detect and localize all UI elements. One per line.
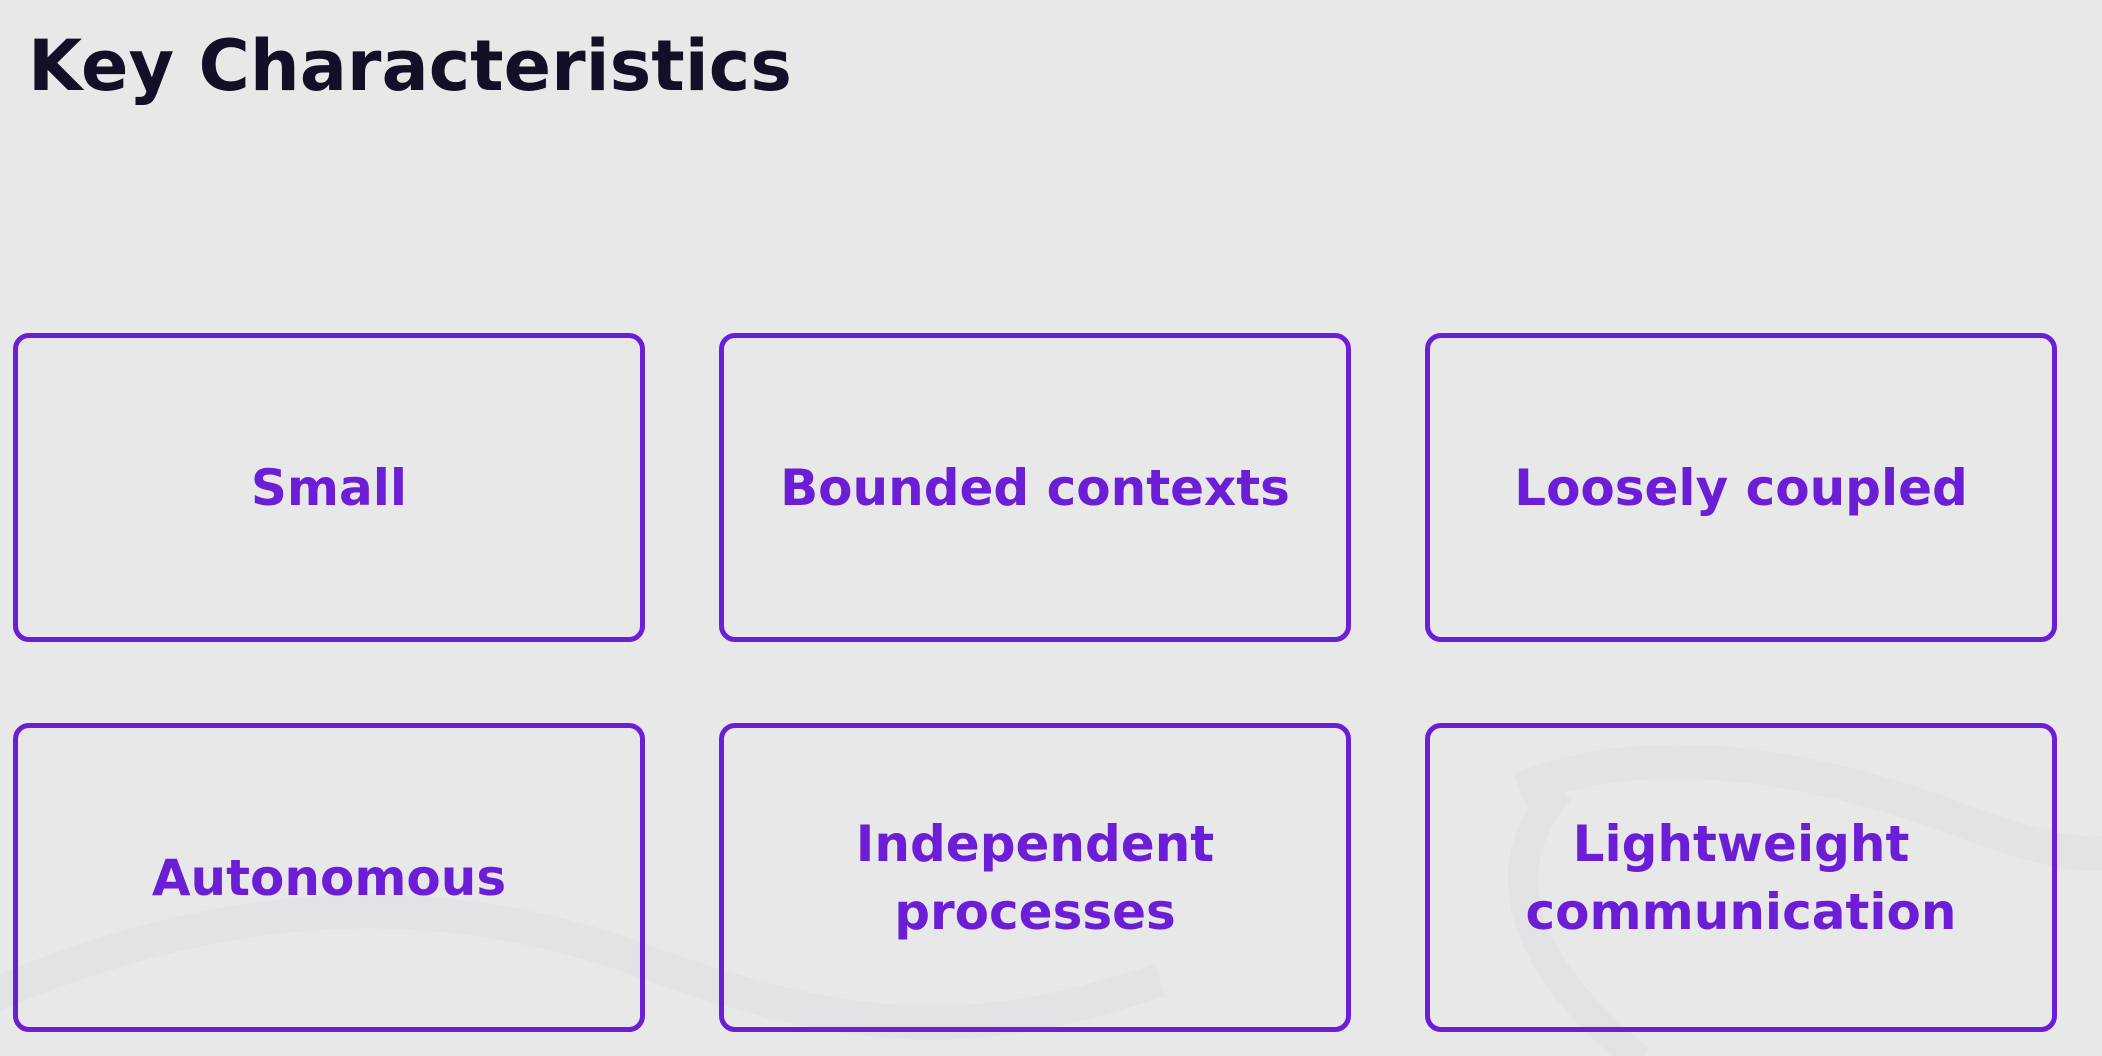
characteristic-card-bounded-contexts: Bounded contexts: [719, 333, 1351, 642]
card-label: Independent processes: [855, 814, 1215, 941]
characteristic-card-autonomous: Autonomous: [13, 723, 645, 1032]
page-title: Key Characteristics: [28, 25, 792, 107]
card-label: Autonomous: [151, 848, 507, 907]
card-label: Lightweight communication: [1525, 814, 1957, 941]
card-label: Loosely coupled: [1514, 458, 1968, 517]
card-label: Small: [250, 458, 408, 517]
characteristic-card-lightweight-communication: Lightweight communication: [1425, 723, 2057, 1032]
card-label: Bounded contexts: [780, 458, 1290, 517]
characteristic-card-independent-processes: Independent processes: [719, 723, 1351, 1032]
characteristic-card-small: Small: [13, 333, 645, 642]
characteristic-card-loosely-coupled: Loosely coupled: [1425, 333, 2057, 642]
